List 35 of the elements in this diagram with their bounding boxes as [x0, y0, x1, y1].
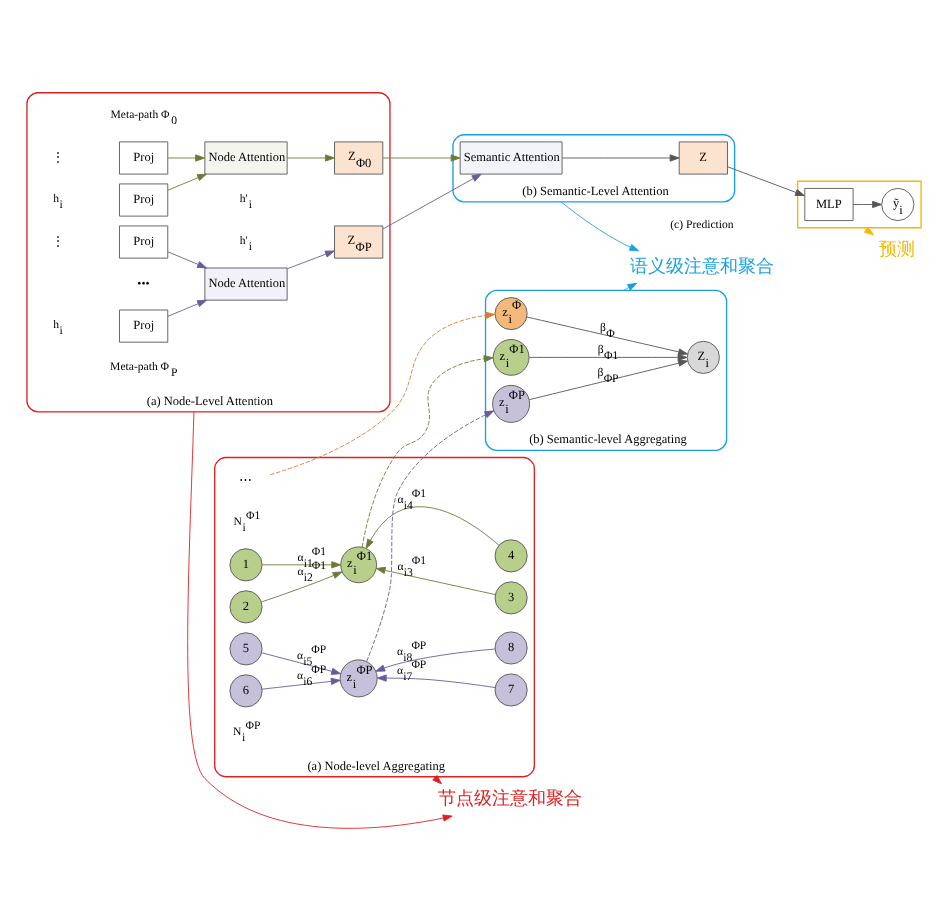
- arrow: [365, 505, 500, 548]
- arrow: [261, 651, 342, 674]
- node-text: 预测: [879, 240, 916, 261]
- arrow: [852, 199, 882, 208]
- arrow: [167, 298, 207, 316]
- node-text: 节点级注意和聚合: [438, 789, 583, 810]
- arrow: [561, 153, 680, 161]
- arrow: [261, 676, 341, 689]
- arrow: [727, 165, 805, 196]
- arrow: [286, 153, 335, 161]
- arrow: [376, 673, 496, 688]
- arrow: [432, 773, 442, 784]
- edge-label: Φ1: [311, 560, 326, 573]
- arrow: [375, 647, 496, 671]
- arrow: [261, 570, 343, 602]
- arrow: [528, 352, 688, 360]
- arrow: [187, 410, 453, 828]
- arrow: [382, 153, 461, 161]
- arrow: [382, 172, 482, 229]
- arrow: [526, 315, 688, 355]
- arrow: [862, 225, 875, 235]
- arrow: [375, 565, 496, 595]
- arrow: [623, 281, 638, 290]
- arrow: [261, 560, 342, 568]
- edge-label: Φ1: [311, 545, 326, 558]
- arrow: [167, 250, 207, 268]
- arrow: [361, 354, 494, 547]
- arrow: [528, 358, 688, 400]
- arrow: [269, 310, 496, 475]
- arrow: [366, 409, 495, 661]
- node-text: 语义级注意和聚合: [630, 256, 775, 277]
- arrow: [286, 249, 335, 269]
- arrow: [560, 200, 640, 251]
- arrow: [167, 153, 205, 161]
- arrow: [167, 172, 207, 190]
